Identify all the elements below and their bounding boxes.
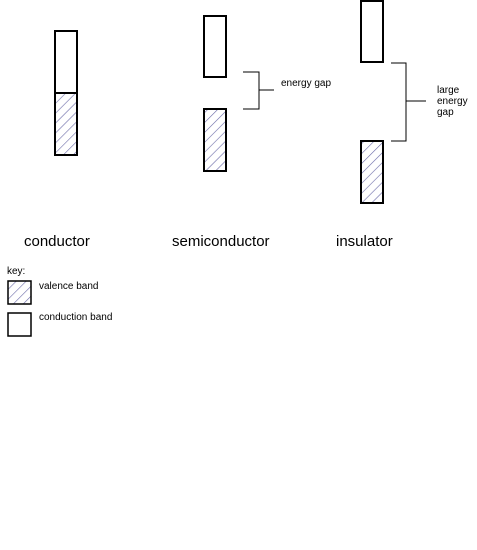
insulator-valence-band: [360, 140, 384, 204]
insulator-gap-bracket: [391, 62, 426, 142]
conductor-conduction-band: [54, 30, 78, 94]
key-valence-swatch: [7, 280, 32, 305]
caption-conductor: conductor: [24, 233, 90, 250]
insulator-conduction-band: [360, 0, 384, 63]
semiconductor-gap-bracket: [243, 71, 274, 110]
key-valence-label: valence band: [39, 281, 99, 292]
insulator-gap-label-line: energy: [437, 96, 468, 107]
insulator-gap-label-line: gap: [437, 107, 454, 118]
caption-semiconductor: semiconductor: [172, 233, 270, 250]
semiconductor-conduction-band: [203, 15, 227, 78]
caption-insulator: insulator: [336, 233, 393, 250]
key-conduction-swatch: [7, 312, 32, 337]
semiconductor-valence-band: [203, 108, 227, 172]
insulator-gap-label-line: large: [437, 85, 460, 96]
insulator-gap-label: large energy gap: [437, 85, 468, 118]
semiconductor-gap-label: energy gap: [281, 78, 332, 89]
conductor-valence-band: [54, 92, 78, 156]
key-conduction-label: conduction band: [39, 312, 113, 323]
key-title: key:: [7, 266, 26, 277]
